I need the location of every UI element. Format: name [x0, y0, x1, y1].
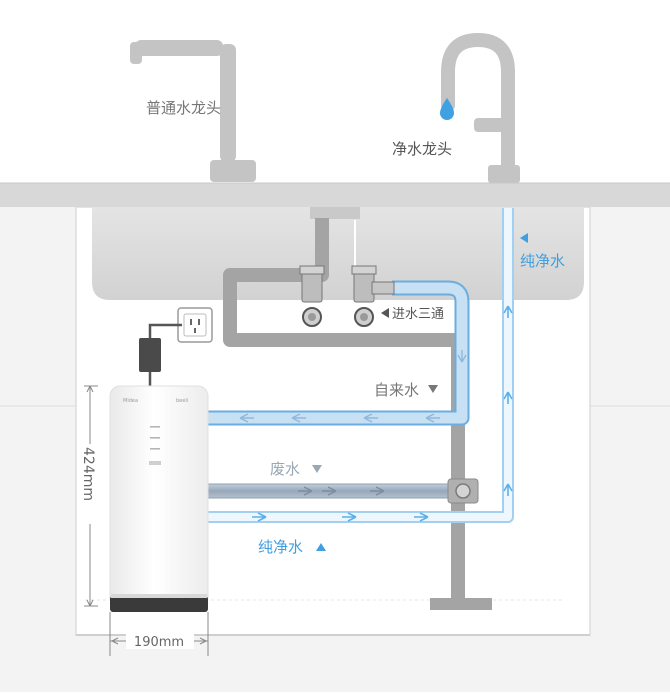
inlet-tee-valve[interactable]: [351, 265, 395, 327]
tap-water-marker-icon: [428, 385, 438, 393]
waste-water-marker-icon: [312, 465, 322, 473]
height-dimension-label: 424mm: [80, 447, 96, 501]
regular-faucet-spout: [135, 40, 223, 56]
purifier-body: [109, 385, 209, 609]
pure-faucet-arc: [441, 32, 515, 189]
inlet-tee-marker-icon: [381, 308, 389, 318]
arrow-icon: [425, 413, 440, 423]
pure-water-faucet: [440, 32, 520, 189]
waste-drain-clamp: [447, 478, 479, 504]
pure-water-arrows: [252, 305, 513, 522]
arrow-icon: [457, 350, 467, 363]
purifier-indicator: [150, 426, 160, 428]
regular-faucet: [130, 40, 256, 182]
arrow-icon: [503, 305, 513, 318]
regular-faucet-base: [210, 160, 256, 182]
height-dim-gap: [80, 444, 100, 524]
purifier-base: [110, 596, 208, 612]
pure-water-right-label: 纯净水: [520, 252, 565, 270]
purifier-indicator: [150, 437, 160, 439]
angle-valve-left: [299, 265, 325, 327]
regular-faucet-tip: [130, 42, 142, 64]
power-outlet-icon: [177, 307, 213, 343]
power-adapter: [139, 338, 161, 372]
sink-body: [92, 207, 584, 300]
countertop: [0, 183, 670, 207]
width-dimension-label: 190mm: [134, 635, 184, 650]
arrow-icon: [503, 391, 513, 404]
power-cable: [148, 323, 182, 340]
purifier-brand-right: beeli: [176, 398, 188, 404]
pure-faucet-label: 净水龙头: [392, 140, 452, 158]
waste-water-label: 废水: [270, 460, 300, 478]
pure-water-bottom-marker-icon: [316, 543, 326, 551]
purifier-brand-left: Midea: [123, 398, 138, 404]
tap-water-pipe: [208, 282, 468, 424]
arrow-icon: [370, 486, 385, 496]
purifier-indicator: [150, 448, 160, 450]
arrow-icon: [414, 512, 429, 522]
pure-water-bottom-label: 纯净水: [258, 538, 303, 556]
arrow-icon: [342, 512, 357, 522]
water-purifier[interactable]: [109, 385, 209, 612]
waste-water-arrows: [298, 486, 385, 496]
tap-water-arrows: [239, 350, 467, 423]
arrow-icon: [298, 486, 313, 496]
arrow-icon: [291, 413, 306, 423]
arrow-icon: [252, 512, 267, 522]
width-dim-gap: [126, 633, 194, 649]
drain-outlet: [430, 598, 492, 610]
purifier-base-trim: [111, 594, 207, 598]
arrow-icon: [503, 483, 513, 496]
pure-faucet-handle: [474, 118, 508, 132]
tap-water-label: 自来水: [374, 381, 419, 399]
arrow-icon: [322, 486, 337, 496]
pure-water-right-marker-icon: [520, 233, 528, 243]
regular-faucet-label: 普通水龙头: [146, 99, 221, 117]
purifier-indicator: [149, 461, 161, 465]
pure-faucet-base: [488, 165, 520, 183]
arrow-icon: [239, 413, 254, 423]
inlet-tee-label: 进水三通: [392, 307, 444, 322]
arrow-icon: [363, 413, 378, 423]
regular-faucet-neck: [220, 44, 236, 162]
water-drop-icon: [440, 98, 454, 120]
sink-drain-neck: [310, 207, 360, 219]
